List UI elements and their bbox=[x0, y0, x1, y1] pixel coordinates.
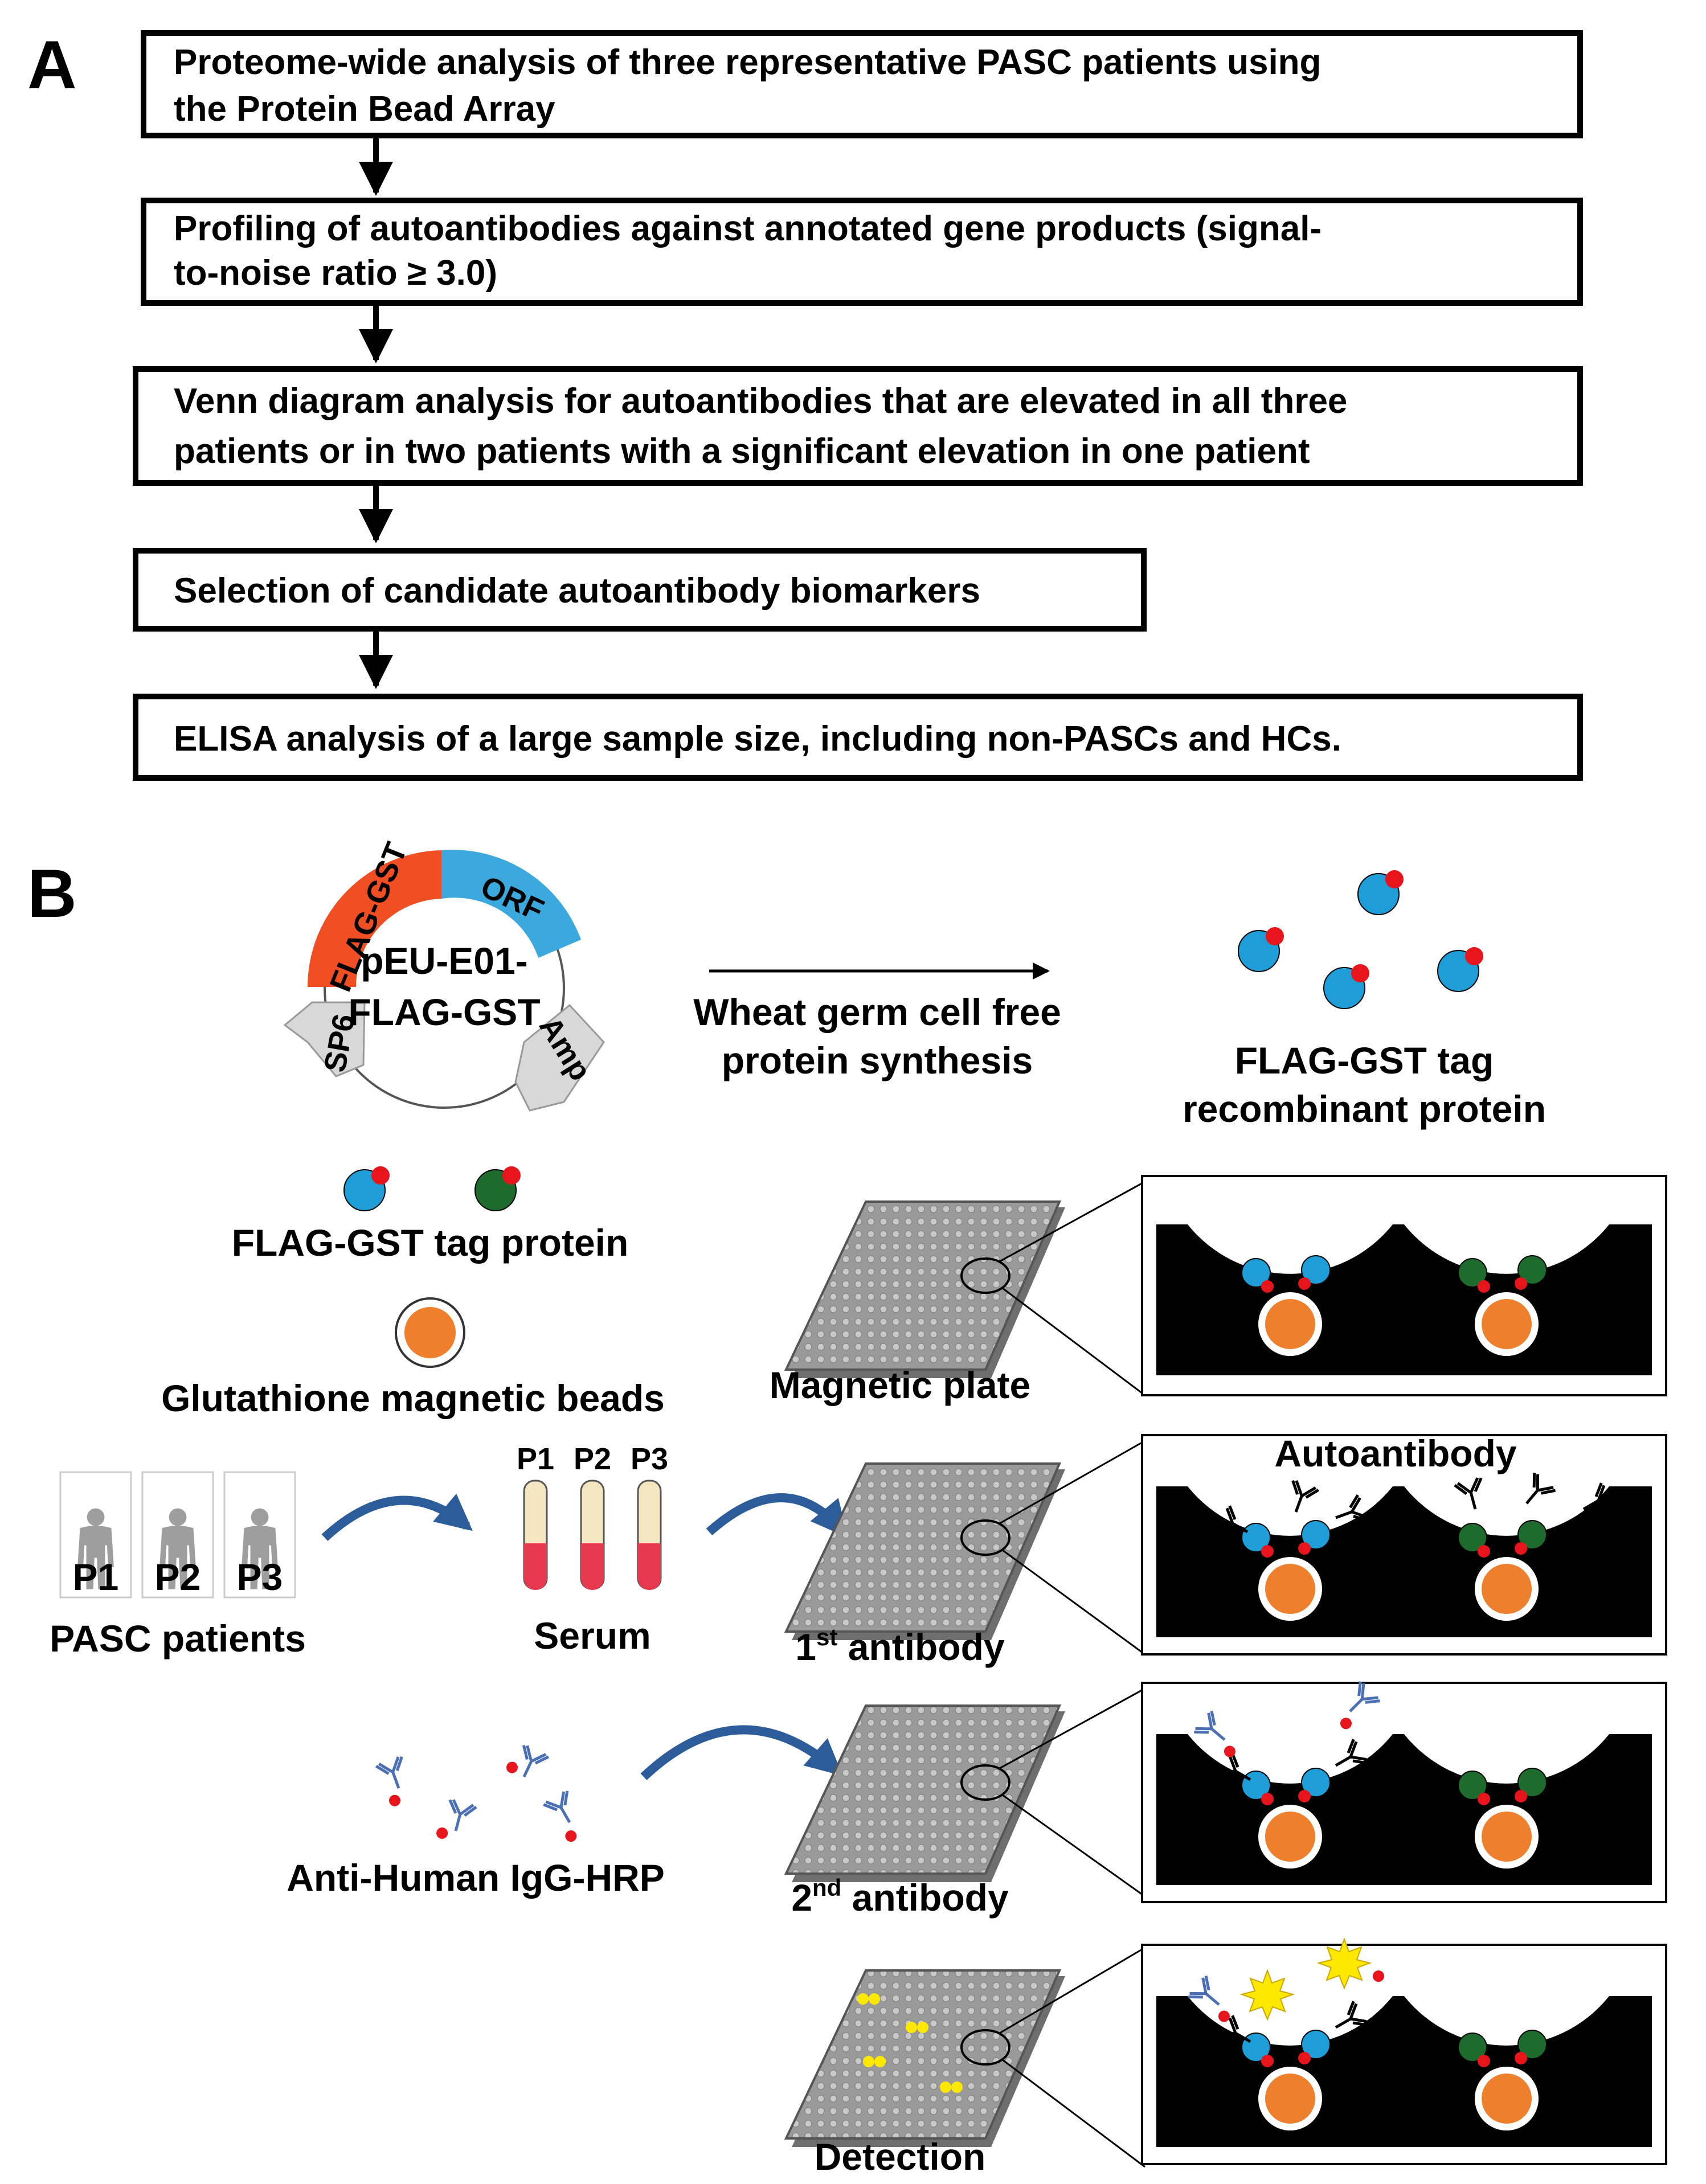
second-antibody-plate bbox=[784, 1687, 1145, 1898]
tag-protein-label: FLAG-GST tag protein bbox=[232, 1222, 629, 1264]
curved-arrow-hrp-to-plate bbox=[640, 1725, 843, 1780]
hrp-antibodies bbox=[376, 1742, 591, 1842]
first-antibody-rest: antibody bbox=[837, 1626, 1005, 1668]
recombinant-proteins bbox=[1238, 870, 1483, 1009]
synthesis-line1: Wheat germ cell free bbox=[693, 991, 1061, 1033]
first-antibody-plate bbox=[784, 1440, 1145, 1656]
autoantibody-label: Autoantibody bbox=[1274, 1432, 1517, 1474]
serum-tubes bbox=[523, 1480, 662, 1590]
flow-box-2 bbox=[141, 198, 1583, 306]
second-antibody-rest: antibody bbox=[841, 1876, 1009, 1919]
first-antibody-label: 1st antibody bbox=[795, 1624, 1005, 1668]
beads-label: Glutathione magnetic beads bbox=[161, 1377, 665, 1419]
serum-tube-label-p1: P1 bbox=[517, 1442, 554, 1476]
plasmid-orf-segment bbox=[441, 850, 581, 958]
serum-tube-label-p2: P2 bbox=[574, 1442, 611, 1476]
curved-arrow-serum-to-plate bbox=[706, 1493, 848, 1538]
second-antibody-sup: nd bbox=[812, 1874, 841, 1901]
plasmid-flag-gst-segment bbox=[308, 850, 441, 987]
flow-step-1-line1: Proteome-wide analysis of three represen… bbox=[174, 43, 1321, 82]
zoom-box-magnetic bbox=[1141, 1175, 1667, 1396]
first-antibody-sup: st bbox=[816, 1624, 837, 1650]
patient-label-p1: P1 bbox=[73, 1556, 119, 1598]
recombinant-line2: recombinant protein bbox=[1183, 1088, 1546, 1130]
tag-protein-icons bbox=[343, 1166, 521, 1211]
detection-label: Detection bbox=[815, 2136, 986, 2178]
first-antibody-base: 1 bbox=[795, 1626, 816, 1668]
signal-burst-icon bbox=[1316, 1937, 1372, 1990]
second-antibody-base: 2 bbox=[791, 1876, 812, 1919]
plasmid-name-line1: pEU-E01- bbox=[361, 940, 527, 982]
plasmid-diagram: FLAG-GST ORF SP6 Amp pEU-E01- FLAG-GST bbox=[283, 838, 605, 1112]
flow-box-1 bbox=[141, 30, 1583, 138]
synthesis-line2: protein synthesis bbox=[722, 1039, 1033, 1081]
second-antibody-label: 2nd antibody bbox=[791, 1874, 1009, 1919]
curved-arrow-patients-to-serum bbox=[321, 1493, 473, 1541]
serum-label: Serum bbox=[534, 1615, 651, 1657]
flow-step-3-line2: patients or in two patients with a signi… bbox=[174, 432, 1310, 471]
plasmid-sp6-segment bbox=[283, 1001, 366, 1077]
panel-a-label: A bbox=[27, 27, 77, 103]
flow-box-5 bbox=[133, 694, 1583, 781]
flow-box-3 bbox=[133, 366, 1583, 486]
magnetic-plate bbox=[784, 1181, 1145, 1396]
flow-box-4 bbox=[133, 548, 1147, 632]
panel-b-label: B bbox=[27, 855, 77, 932]
zoom-box-first-antibody bbox=[1141, 1434, 1667, 1656]
patients-label: PASC patients bbox=[50, 1617, 306, 1659]
detection-plate bbox=[784, 1947, 1145, 2168]
zoom-box-second-antibody bbox=[1141, 1681, 1667, 1903]
flow-step-2-line2: to-noise ratio ≥ 3.0) bbox=[174, 253, 497, 293]
signal-burst-icon bbox=[1239, 1969, 1295, 2021]
flow-step-1-line2: the Protein Bead Array bbox=[174, 89, 555, 129]
plasmid-name-line2: FLAG-GST bbox=[348, 991, 540, 1033]
magnetic-plate-label: Magnetic plate bbox=[770, 1364, 1030, 1406]
flow-step-5-line1: ELISA analysis of a large sample size, i… bbox=[174, 719, 1341, 759]
flow-step-3-line1: Venn diagram analysis for autoantibodies… bbox=[174, 382, 1347, 421]
zoom-box-detection bbox=[1141, 1937, 1667, 2165]
bead-icon bbox=[395, 1297, 465, 1368]
patient-figures bbox=[59, 1471, 296, 1599]
patient-label-p3: P3 bbox=[237, 1556, 283, 1598]
flow-step-2-line1: Profiling of autoantibodies against anno… bbox=[174, 209, 1322, 248]
flow-step-4-line1: Selection of candidate autoantibody biom… bbox=[174, 571, 980, 610]
flowchart: Proteome-wide analysis of three represen… bbox=[133, 30, 1583, 781]
hrp-label: Anti-Human IgG-HRP bbox=[287, 1857, 665, 1899]
patient-label-p2: P2 bbox=[155, 1556, 201, 1598]
serum-tube-label-p3: P3 bbox=[631, 1442, 668, 1476]
recombinant-line1: FLAG-GST tag bbox=[1235, 1039, 1494, 1081]
plasmid-amp-segment bbox=[514, 1003, 605, 1112]
